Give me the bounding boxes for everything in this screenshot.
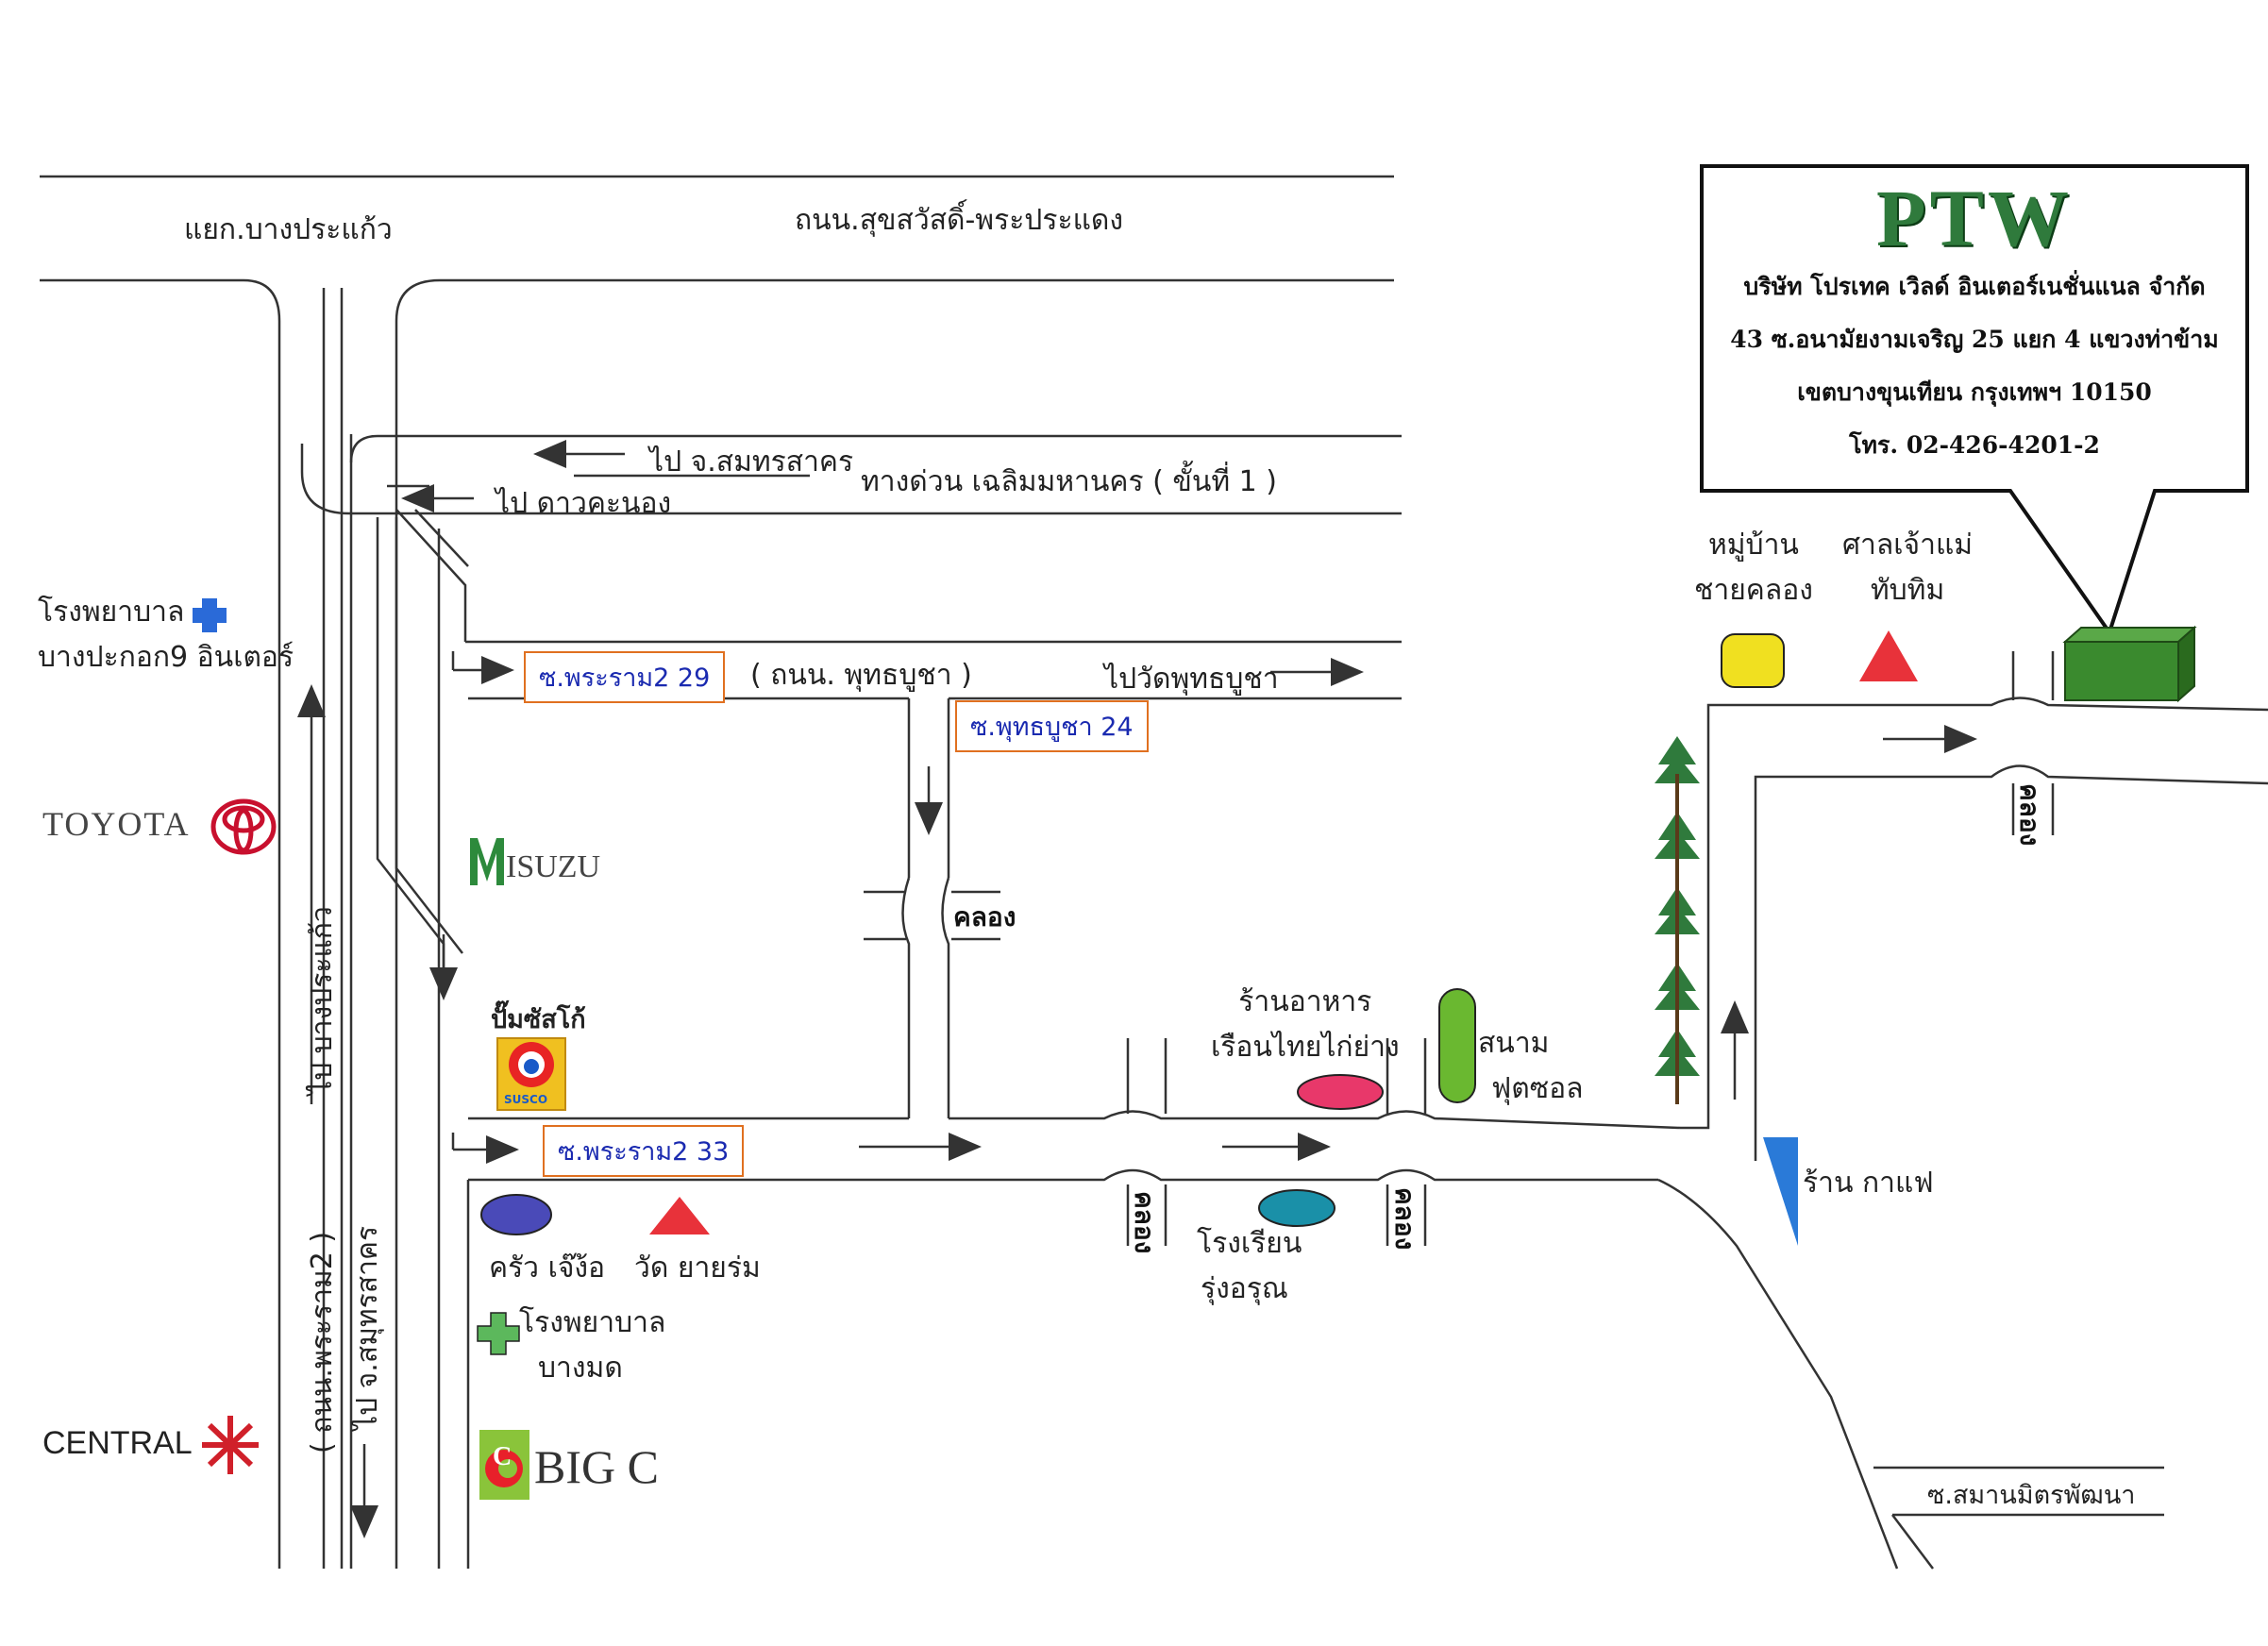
canal-label: คลอง	[2014, 783, 2045, 847]
to-samut-sakhon-label: ไป จ.สมทรสาคร	[649, 445, 854, 479]
coffee-shop-label: ร้าน กาแฟ	[1803, 1167, 1934, 1200]
restaurant-label: ร้านอาหาร เรือนไทยไก่ย่าง	[1211, 985, 1400, 1064]
wat-yairom-label: วัด ยายร่ม	[634, 1251, 761, 1285]
central-logo-icon	[202, 1416, 259, 1474]
bigc-label: BIG C	[534, 1440, 659, 1493]
junction-label: แยก.บางประแก้ว	[184, 213, 393, 246]
ptw-logo: PTW	[1876, 173, 2073, 263]
hospital-bangpakok-label: โรงพยาบาล บางปะกอก9 อินเตอร์	[38, 596, 294, 674]
soi-samanmit-label: ซ.สมานมิตรพัฒนา	[1927, 1481, 2136, 1510]
company-callout	[1700, 164, 2249, 637]
toyota-label: TOYOTA	[42, 805, 191, 843]
krua-jae-ngo-marker	[480, 1194, 552, 1235]
isuzu-label: ISUZU	[506, 849, 601, 884]
company-name: บริษัท โปรเทค เวิลด์ อินเตอร์เนชั่นแนล จ…	[1743, 273, 2206, 300]
to-dao-khanong-label: ไป ดาวคะนอง	[496, 487, 672, 520]
soi-rama2-29-label: ซ.พระราม2 29	[524, 651, 726, 703]
isuzu-logo-icon	[470, 838, 504, 885]
to-bang-prakaeo-label: ไป บางประแก้ว	[306, 906, 339, 1095]
wat-yairom-marker	[649, 1197, 710, 1234]
canal-label: คลอง	[1129, 1191, 1160, 1254]
toyota-logo-icon	[210, 798, 277, 855]
expressway-label: ทางด่วน เฉลิมมหานคร ( ขั้นที่ 1 )	[861, 465, 1278, 498]
company-building-icon	[2062, 625, 2197, 703]
central-label: CENTRAL	[42, 1425, 193, 1461]
football-label: สนาม ฟุตซอล	[1478, 1027, 1584, 1105]
bigc-logo-icon	[479, 1430, 529, 1500]
company-address-line2: เขตบางขุนเทียน กรุงเทพฯ 10150	[1797, 378, 2152, 406]
canal-label: คลอง	[953, 901, 1016, 932]
school-label: โรงเรียน รุ่งอรุณ	[1197, 1227, 1302, 1305]
road-lines	[40, 175, 2268, 1570]
company-address-line1: 43 ซ.อนามัยงามเจริญ 25 แยก 4 แขวงท่าข้าม	[1730, 326, 2219, 353]
suksawat-road-label: ถนน.สุขสวัสดิ์-พระประแดง	[795, 204, 1124, 237]
shrine-label: ศาลเจ้าแม่ ทับทิม	[1842, 529, 1974, 607]
phutthabucha-road-label: ( ถนน. พุทธบูชา )	[750, 659, 972, 692]
susco-logo-icon	[496, 1037, 566, 1111]
krua-jae-ngo-label: ครัว เจ๊ง้อ	[489, 1251, 606, 1285]
tree-icon	[1655, 736, 1700, 1104]
village-label: หมู่บ้าน ชายคลอง	[1694, 529, 1813, 607]
company-info-box: PTW บริษัท โปรเทค เวิลด์ อินเตอร์เนชั่นแ…	[1702, 166, 2247, 483]
hospital-bangmod-icon	[477, 1312, 520, 1355]
to-wat-phutthabucha-label: ไปวัดพุทธบูชา	[1104, 663, 1279, 696]
direction-arrows	[297, 440, 1977, 1538]
rama2-road-label: ( ถนน.พระราม2 )	[306, 1231, 339, 1453]
canal-label: คลอง	[1389, 1187, 1420, 1251]
susco-logo-text: SUSCO	[504, 1093, 548, 1106]
football-marker	[1438, 988, 1476, 1103]
soi-rama2-33-label: ซ.พระราม2 33	[543, 1125, 745, 1177]
hospital-icon	[193, 598, 227, 632]
company-phone: โทร. 02-426-4201-2	[1849, 431, 2100, 459]
susco-pump-label: ปั๊มซัสโก้	[491, 1005, 586, 1034]
to-samut-sakhon-side-label: ไป จ.สมุทรสาคร	[351, 1225, 384, 1430]
soi-phutthabucha-24-label: ซ.พุทธบูชา 24	[955, 700, 1149, 752]
hospital-bangmod-label: โรงพยาบาล บางมด	[519, 1306, 666, 1385]
school-marker	[1258, 1189, 1336, 1227]
village-marker	[1721, 633, 1785, 688]
coffee-marker	[1763, 1137, 1798, 1246]
bigc-logo-text: C	[493, 1442, 512, 1471]
restaurant-marker	[1297, 1074, 1384, 1110]
shrine-marker	[1859, 630, 1918, 681]
